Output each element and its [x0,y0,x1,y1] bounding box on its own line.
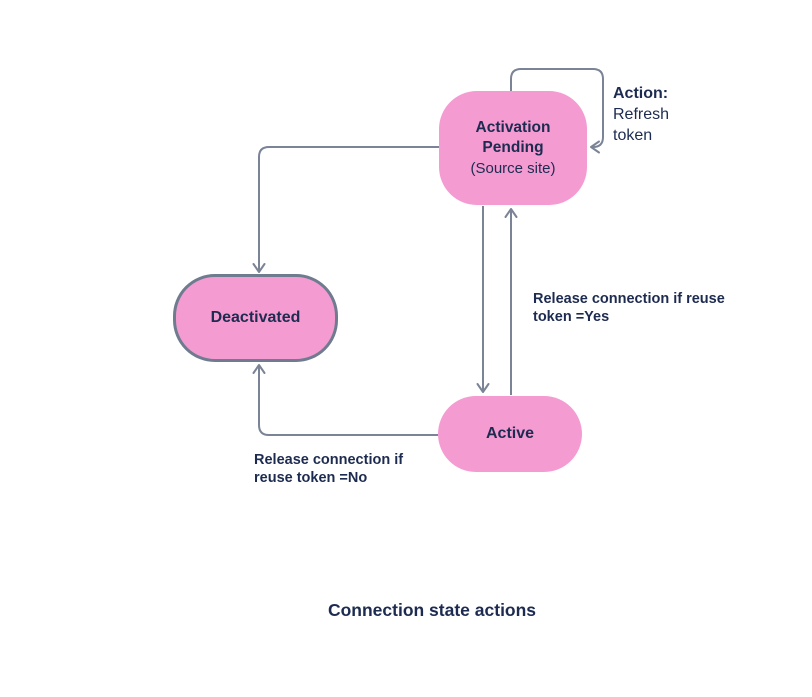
label-refresh-token-line1: Refresh [613,106,670,123]
node-activation-pending-subtitle: (Source site) [470,160,556,177]
diagram-caption: Connection state actions [327,600,537,620]
label-release-no-line2: reuse token =No [254,469,368,486]
label-release-no-line1: Release connection if [254,452,404,468]
edge-activation-pending-to-deactivated [252,146,439,273]
label-refresh-token-heading: Action: [613,85,669,102]
label-release-yes-line1: Release connection if reuse [533,291,725,307]
label-release-yes-line2: token =Yes [533,308,610,325]
node-active: Active [438,396,582,472]
label-release-if-reuse-yes: Release connection if reuse token =Yes [533,291,725,326]
node-activation-pending-title: Activation Pending [475,119,551,156]
node-activation-pending: Activation Pending (Source site) [439,91,587,205]
edge-refresh-token-self-loop [510,68,604,154]
node-active-label: Active [485,425,535,442]
label-refresh-token: Action: Refresh token [613,83,669,146]
label-release-if-reuse-no: Release connection if reuse token =No [254,452,403,487]
label-refresh-token-line2: token [613,127,653,144]
node-deactivated-label: Deactivated [210,309,301,326]
edge-active-to-deactivated [252,364,438,436]
node-deactivated: Deactivated [173,274,338,362]
